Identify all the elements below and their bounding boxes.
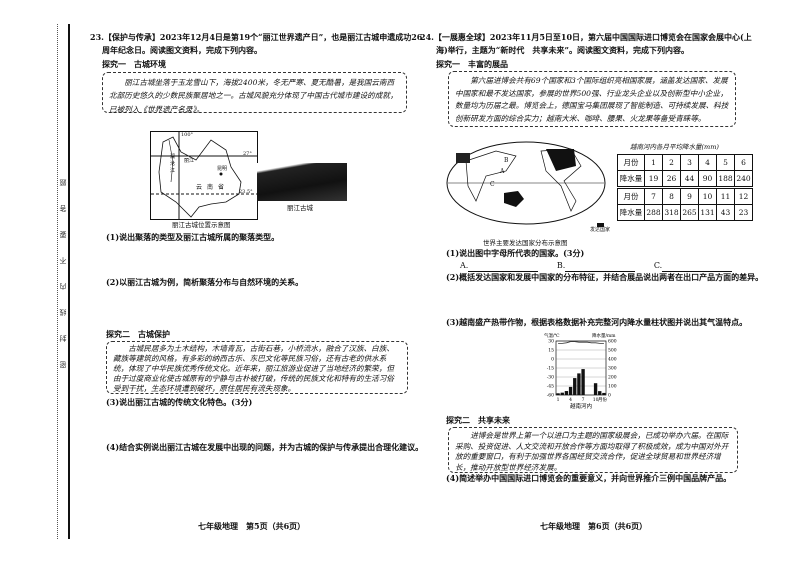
precip-bar <box>598 391 602 395</box>
map-caption: 丽江古城位置示意图 <box>172 221 231 229</box>
cell: 月份 <box>617 154 645 171</box>
precip-bar <box>573 378 577 395</box>
province-label: 云南省 <box>196 184 230 191</box>
world-map-svg <box>446 141 606 225</box>
answer-blanks: A. B. C. <box>460 259 733 272</box>
blank-c-label: C. <box>653 261 663 270</box>
world-map-caption: 世界主要发达国家分布示意图 <box>483 239 568 247</box>
lijiang-photo <box>257 163 347 201</box>
explore2-title-r: 探究二 共享未来 <box>446 415 510 425</box>
lijiang-location-map: 100° 27° 23.5° 澜沧江 丽江 昆明 云南省 <box>150 131 258 220</box>
explore1-title-r: 探究一 丰富的展品 <box>436 59 508 69</box>
y-left-tick: 0 <box>551 357 554 363</box>
precip-bar <box>560 392 564 395</box>
q23-intro-line2: 周年纪念日。阅读图文资料，完成下列内容。 <box>102 45 262 55</box>
precip-bar <box>593 383 598 395</box>
lat-label-23: 23.5° <box>239 189 253 195</box>
hanoi-climate-chart: 气温/℃ 降水量/mm 30 15 0 -15 -30 -45 -60 600 500 400 300 2… <box>544 332 617 410</box>
x-tick: 10 <box>593 397 599 403</box>
y-left-tick: 15 <box>548 348 554 354</box>
x-unit: 月份 <box>598 396 607 403</box>
precip-bar <box>568 386 573 395</box>
map-letter-a: A <box>500 168 505 175</box>
explore1-text-box: 丽江古城坐落于玉龙雪山下，海拔2400米，冬无严寒、夏无酷暑，是我国云南西北部历… <box>102 72 407 114</box>
q24-3: (3)越南盛产热带作物，根据表格数据补充完整河内降水量柱状图并说出其气温特点。 <box>446 317 748 327</box>
blank-a-label: A. <box>460 261 469 270</box>
rain-table-title: 越南河内各月平均降水量(mm) <box>630 143 719 151</box>
q23-intro-line1: 23.【保护与传承】2023年12月4日是第19个“丽江世界遗产日”，也是丽江古… <box>90 32 423 42</box>
x-tick: 4 <box>569 397 572 403</box>
y-left-tick: -30 <box>547 375 554 381</box>
blank-b[interactable] <box>565 262 636 272</box>
legend-swatch <box>597 223 604 227</box>
y-left-label: 气温/℃ <box>544 332 560 339</box>
temperature-line <box>558 341 604 344</box>
chart-title: 越南河内 <box>570 402 592 410</box>
precip-bar <box>577 373 581 395</box>
explore1-text-box-r: 第六届进博会共有69个国家和3个国际组织亮相国家展，涵盖发达国家、发展中国家和最… <box>448 71 736 127</box>
y-right-tick: 0 <box>608 393 611 399</box>
binding-margin-text: 密封线内不要答题 <box>59 160 67 368</box>
city-kunming: 昆明 <box>217 166 228 172</box>
yunnan-map-svg <box>151 132 257 219</box>
y-right-tick: 200 <box>608 375 617 381</box>
photo-caption: 丽江古城 <box>287 204 313 212</box>
q24-intro-line1: 24.【一展惠全球】2023年11月5日至10日，第六届中国国际进口博览会在国家… <box>420 32 752 42</box>
lon-label: 100° <box>181 132 194 138</box>
binding-line <box>68 24 70 539</box>
y-right-tick: 100 <box>608 384 617 390</box>
blank-a[interactable] <box>468 262 539 272</box>
precip-bar <box>602 392 606 395</box>
y-right-tick: 600 <box>608 339 617 345</box>
q24-intro-line2: 海)举行，主题为“新时代 共享未来”。阅读图文资料，完成下列内容。 <box>436 45 689 55</box>
blank-b-label: B. <box>556 261 566 270</box>
q23-1: (1)说出聚落的类型及丽江古城所属的聚落类型。 <box>106 232 280 242</box>
q24-2: (2)概括发达国家和发展中国家的分布特征，并结合展品说出两者在出口产品方面的差异… <box>446 272 764 282</box>
q23-2: (2)以丽江古城为例，简析聚落分布与自然环境的关系。 <box>106 277 304 287</box>
q24-1: (1)说出图中字母所代表的国家。(3分) <box>446 248 585 258</box>
plot-frame <box>555 340 607 396</box>
map-letter-b: B <box>504 157 509 164</box>
world-developed-countries-map: B A C <box>446 141 606 225</box>
explore2-text-box: 古城民居多为土木结构，木墙青瓦，古街石巷，小桥流水，融合了汉族、白族、藏族等建筑… <box>106 341 408 394</box>
q24-4: (4)简述举办中国国际进口博览会的重要意义，并向世界推介三例中国品牌产品。 <box>446 473 732 483</box>
footer-page6: 七年级地理 第6页（共6页） <box>540 521 648 531</box>
y-right-tick: 300 <box>608 366 617 372</box>
x-tick: 7 <box>582 397 585 403</box>
y-left-tick: 30 <box>548 339 554 345</box>
legend-label: 发达国家 <box>590 227 611 233</box>
city-lijiang: 丽江 <box>184 158 195 164</box>
precip-bar <box>564 391 569 395</box>
precip-bar <box>556 393 560 395</box>
fold-line <box>57 24 58 539</box>
y-left-tick: -45 <box>547 384 554 390</box>
map-letter-c: C <box>490 181 495 188</box>
footer-page5: 七年级地理 第5页（共6页） <box>198 521 306 531</box>
lat-label-27: 27° <box>243 151 252 157</box>
x-tick: 1 <box>557 397 560 403</box>
q23-3: (3)说出丽江古城的传统文化特色。(3分) <box>106 397 253 407</box>
y-left-tick: -15 <box>547 366 554 372</box>
y-right-tick: 400 <box>608 357 617 363</box>
explore1-title: 探究一 古城环境 <box>102 59 166 69</box>
y-right-tick: 500 <box>608 348 617 354</box>
q23-4: (4)结合实例说出丽江古城在发展中出现的问题，并为古城的保护与传承提出合理化建议… <box>106 442 424 452</box>
explore2-title: 探究二 古城保护 <box>106 329 170 339</box>
river-label: 澜沧江 <box>170 154 176 174</box>
precip-bar <box>581 369 585 395</box>
blank-c[interactable] <box>662 262 733 272</box>
y-right-label: 降水量/mm <box>592 332 616 339</box>
y-left-tick: -60 <box>547 393 554 399</box>
explore2-text-box-r: 进博会是世界上第一个以进口为主题的国家级展会，已成功举办六届。在国际采购、投资促… <box>448 427 738 473</box>
